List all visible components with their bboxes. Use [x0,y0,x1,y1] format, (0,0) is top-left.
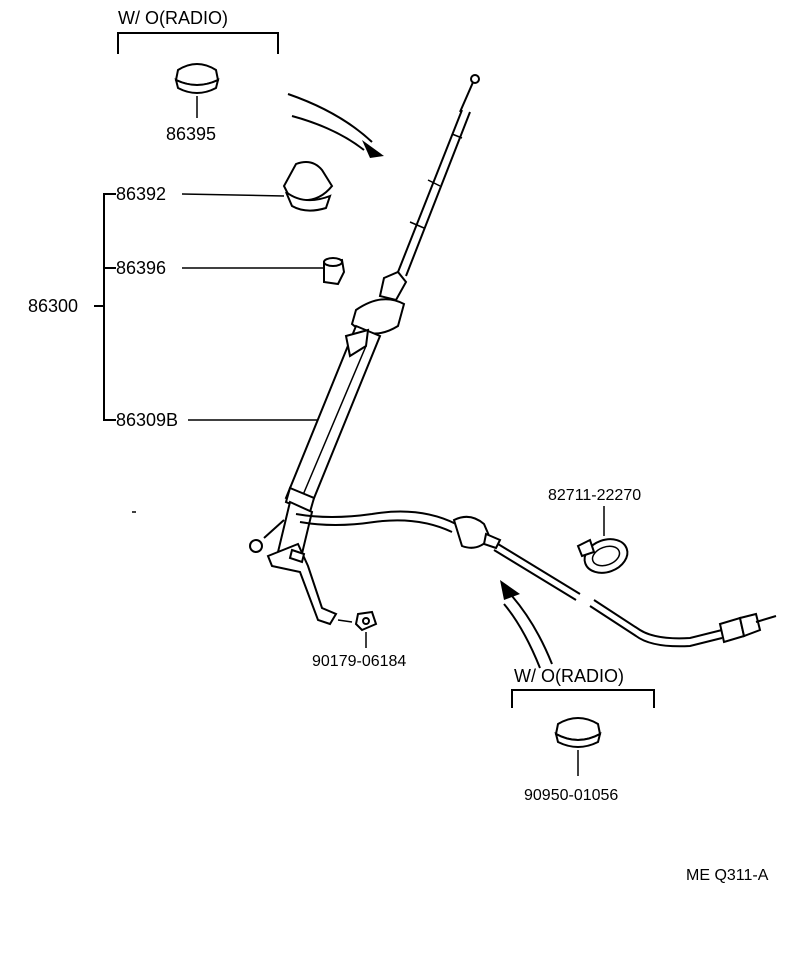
direction-arrow-top [287,93,384,158]
grommet-top [174,63,220,118]
direction-arrow-bottom [500,580,553,669]
part-label-82711-22270: 82711-22270 [548,487,641,504]
antenna-mast [249,74,480,626]
part-label-86396: 86396 [116,258,166,278]
clamp [576,538,629,574]
part-label-90179-06184: 90179-06184 [312,653,406,670]
reference-code: ME Q311-A [686,867,769,884]
assembly-bracket [103,193,116,421]
part-label-90950-01056: 90950-01056 [524,787,618,804]
antenna-cable [295,510,777,648]
part-label-86300: 86300 [28,296,78,316]
part-label-86395: 86395 [166,124,216,144]
condition-label-bottom: W/ O(RADIO) [514,666,624,686]
condition-label-top: W/ O(RADIO) [118,8,228,28]
condition-bracket-top [117,32,279,54]
antenna-nut [282,161,334,212]
bolt [354,610,378,648]
part-label-86309b: 86309B [116,410,178,430]
part-label-86392: 86392 [116,184,166,204]
grommet-bottom [554,717,602,776]
antenna-collar [323,257,346,286]
condition-bracket-bottom [511,689,655,708]
